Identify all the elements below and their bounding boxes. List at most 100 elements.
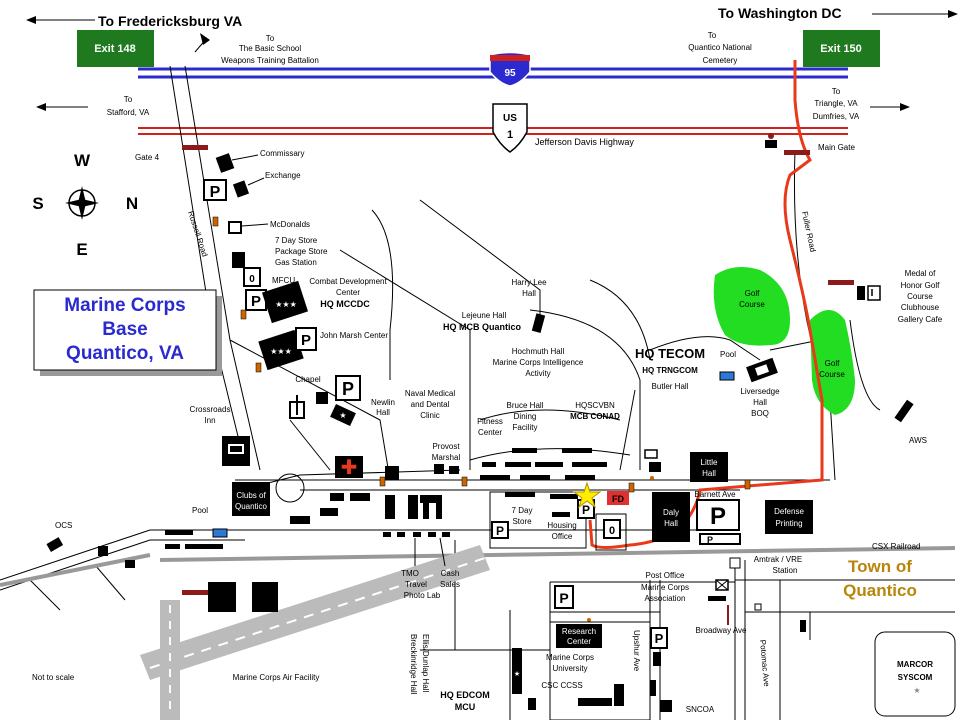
svg-text:Cash: Cash [441,569,460,578]
john-marsh-center: ★★★ P John Marsh Center [258,327,388,371]
svg-text:Marine Corps: Marine Corps [641,583,689,592]
svg-text:E: E [76,240,87,259]
sncoa: SNCOA [686,705,715,714]
svg-text:★★★: ★★★ [270,347,292,356]
svg-text:0: 0 [249,274,255,285]
harry-lee-hall: Harry Lee Hall [511,278,547,333]
aws: AWS [894,399,927,445]
us1-shield-icon [492,103,528,153]
upshur-ave: Upshur Ave [632,630,641,672]
svg-text:MCB CONAD: MCB CONAD [570,412,620,421]
svg-text:SYSCOM: SYSCOM [898,673,933,682]
svg-text:Little: Little [701,458,718,467]
route-path [588,60,824,549]
potomac-ave: Potomac Ave [758,639,771,687]
svg-text:Hall: Hall [522,289,536,298]
commissary: Commissary [215,149,304,173]
naval-medical-clinic: Naval Medical and Dental Clinic ✚ [335,389,455,479]
svg-text:Commissary: Commissary [260,149,304,158]
location-star-icon [572,481,602,509]
svg-text:SNCOA: SNCOA [686,705,715,714]
svg-text:Dumfries, VA: Dumfries, VA [813,112,860,121]
title-line2: Base [102,319,147,340]
svg-text:McDonalds: McDonalds [270,220,310,229]
svg-text:Course: Course [739,300,765,309]
svg-text:Course: Course [819,370,845,379]
parking-barnett-icon: P P [696,499,741,545]
exit-148-label: Exit 148 [94,43,136,55]
svg-text:HQSCVBN: HQSCVBN [575,401,615,410]
svg-text:Hall: Hall [753,398,767,407]
svg-text:John Marsh Center: John Marsh Center [320,331,388,340]
svg-text:95: 95 [504,68,516,79]
newlin-hall: Newlin Hall [371,398,395,417]
svg-text:★★★: ★★★ [275,300,297,309]
combat-development-center: ★★★ Combat Development Center HQ MCCDC [261,277,387,324]
exit-150-label: Exit 150 [820,43,862,55]
not-to-scale-label: Not to scale [32,673,75,682]
svg-text:Weapons Training Battalion: Weapons Training Battalion [221,56,319,65]
svg-text:HQ EDCOM: HQ EDCOM [440,690,490,700]
crossroads-inn: Crossroads Inn [190,405,250,466]
svg-text:Quantico: Quantico [843,581,917,600]
svg-text:Clubs of: Clubs of [236,491,266,500]
parking-research-icon: P [554,585,591,622]
chapel-star-building: ★ [330,404,356,426]
svg-text:Defense: Defense [774,507,804,516]
svg-text:Chapel: Chapel [295,375,321,384]
svg-text:US: US [503,113,517,124]
svg-text:Quantico: Quantico [235,502,268,511]
svg-text:Station: Station [773,566,798,575]
svg-text:Center: Center [336,288,360,297]
chapel: Chapel [289,375,328,419]
svg-text:P: P [301,332,311,349]
pool-west: Pool [165,506,228,549]
air-facility-label: Marine Corps Air Facility [233,673,320,682]
provost-marshal: Provost Marshal [432,442,460,474]
svg-text:Golf: Golf [745,289,760,298]
town-of-quantico: Town of Quantico [843,557,917,600]
ocs: OCS [46,521,278,612]
clubs-of-quantico: Clubs of Quantico [232,482,270,516]
svg-text:Liversedge: Liversedge [740,387,780,396]
gate-medal [828,280,854,285]
post-office: Post Office Marine Corps Association [641,571,729,603]
compass-rose-icon: W S N E [32,151,138,259]
basic-school-direction: To The Basic School Weapons Training Bat… [194,33,319,65]
mcdonalds: McDonalds [228,220,310,234]
housing-zero-icon: 0 [595,513,627,551]
parking-chapel-icon: P [335,375,361,401]
title-box: Marine Corps Base Quantico, VA [33,289,222,376]
svg-text:Crossroads: Crossroads [190,405,231,414]
svg-text:N: N [126,194,138,213]
svg-text:P: P [655,631,664,646]
svg-text:BOQ: BOQ [751,409,769,418]
svg-text:HQ MCCDC: HQ MCCDC [320,299,370,309]
hq-edcom: HQ EDCOM MCU [440,690,490,712]
svg-text:HQ TECOM: HQ TECOM [635,346,705,361]
svg-text:P: P [559,590,568,606]
svg-text:P: P [710,503,726,530]
svg-text:AWS: AWS [909,436,927,445]
main-gate [784,150,810,155]
svg-text:Stafford, VA: Stafford, VA [107,108,150,117]
svg-text:P: P [582,503,590,517]
svg-text:Association: Association [645,594,686,603]
svg-text:S: S [32,194,43,213]
svg-text:To: To [708,31,717,40]
runway [140,545,490,720]
svg-text:Center: Center [478,428,502,437]
svg-text:Golf: Golf [825,359,840,368]
svg-text:Potomac Ave: Potomac Ave [758,639,771,687]
exchange: Exchange [232,171,301,198]
marcor-syscom: MARCOR SYSCOM ★ [874,631,956,717]
ellis-dunlap-hall: Ellis/Dunlap Hall Breckinridge Hall [409,634,430,695]
svg-text:To: To [832,87,841,96]
svg-text:★: ★ [514,670,520,678]
svg-text:TMO: TMO [401,569,419,578]
gate-4-label: Gate 4 [135,153,160,162]
us-route-1: US 1 Jefferson Davis Highway [138,103,848,153]
amtrak-station: Amtrak / VRE Station [729,555,802,575]
svg-text:Course: Course [907,292,933,301]
